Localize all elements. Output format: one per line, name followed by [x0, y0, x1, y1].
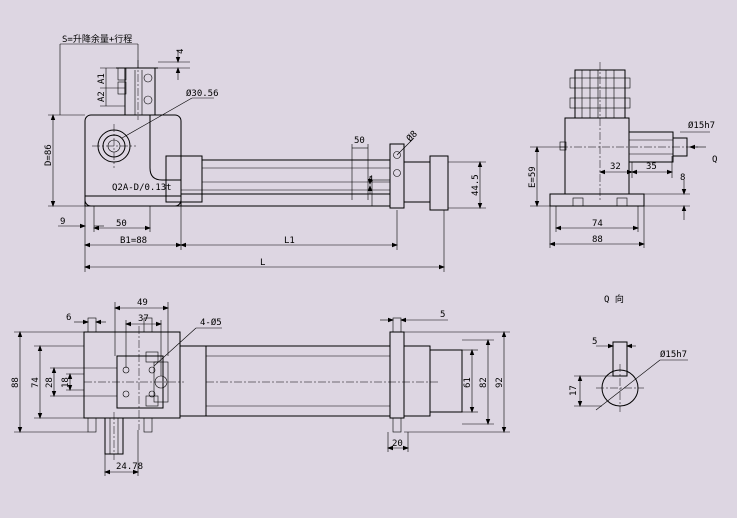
- top-dim-92: 92: [495, 377, 505, 388]
- side-body: [564, 117, 630, 195]
- dim-50-bottom: 50: [116, 219, 127, 229]
- detail-dim-5: 5: [592, 337, 597, 347]
- motor: [429, 155, 449, 211]
- dim-A2: A2: [97, 91, 107, 102]
- top-dim-28: 28: [45, 377, 55, 388]
- stroke-note: S=升降余量+行程: [62, 33, 132, 45]
- dim-dia8: Ø8: [404, 129, 419, 144]
- dim-dia-hole: Ø30.56: [186, 88, 219, 99]
- top-gearbox: [83, 331, 181, 419]
- dim-B1: B1=88: [120, 236, 147, 246]
- side-dim-74: 74: [592, 219, 603, 229]
- top-dim-holes: 4-Ø5: [200, 317, 222, 328]
- side-dim-shaft: Ø15h7: [688, 120, 715, 131]
- top-dim-74: 74: [31, 377, 41, 388]
- side-dim-35: 35: [646, 162, 657, 172]
- top-dim-88: 88: [11, 377, 21, 388]
- top-motor: [429, 349, 463, 413]
- carriage: [165, 155, 203, 203]
- dim-50-top: 50: [354, 136, 365, 146]
- detail-title: Q 向: [604, 293, 624, 305]
- top-dim-37: 37: [138, 314, 149, 324]
- body-cutout: [149, 115, 181, 181]
- dim-4-top: 4: [176, 49, 186, 54]
- front-view: S=升降余量+行程 4 A1 A2 Ø30.56 D=86 Q2A-D/0.13…: [44, 33, 486, 272]
- base-plate: [84, 195, 182, 207]
- detail-dim-17: 17: [569, 385, 579, 396]
- top-dim-20: 20: [392, 439, 403, 449]
- detail-dim-shaft: Ø15h7: [660, 349, 687, 360]
- dim-D86: D=86: [44, 144, 54, 166]
- arrow-Q: Q: [712, 155, 717, 165]
- top-dim-6: 6: [66, 313, 71, 323]
- top-view: 49 6 37 4-Ø5 5 88 74 28 18: [11, 298, 510, 476]
- top-dim-5: 5: [440, 310, 445, 320]
- dim-4-rail: 4: [368, 175, 373, 185]
- dim-44-5: 44.5: [471, 174, 481, 196]
- side-dim-32: 32: [610, 162, 621, 172]
- top-dim-61: 61: [463, 377, 473, 388]
- model-label: Q2A-D/0.13t: [112, 183, 172, 193]
- dim-A1: A1: [97, 73, 107, 84]
- q-detail-view: Q 向 5 Ø15h7 17: [569, 293, 688, 412]
- side-dim-8: 8: [680, 173, 685, 183]
- top-dim-49: 49: [137, 298, 148, 308]
- side-dim-E59: E=59: [528, 166, 538, 188]
- side-view: Ø15h7 Q 32 35 E=59 8 74 88: [528, 62, 717, 248]
- top-carriage: [179, 345, 207, 417]
- side-dim-88: 88: [592, 235, 603, 245]
- top-dim-24-78: 24.78: [116, 462, 143, 472]
- dim-L1: L1: [284, 236, 295, 246]
- top-dim-82: 82: [479, 377, 489, 388]
- dim-L: L: [260, 258, 265, 268]
- end-plate: [389, 143, 405, 209]
- side-base: [549, 193, 645, 207]
- top-dim-18: 18: [61, 377, 71, 388]
- dim-9: 9: [60, 217, 65, 227]
- top-end-plate: [389, 331, 405, 419]
